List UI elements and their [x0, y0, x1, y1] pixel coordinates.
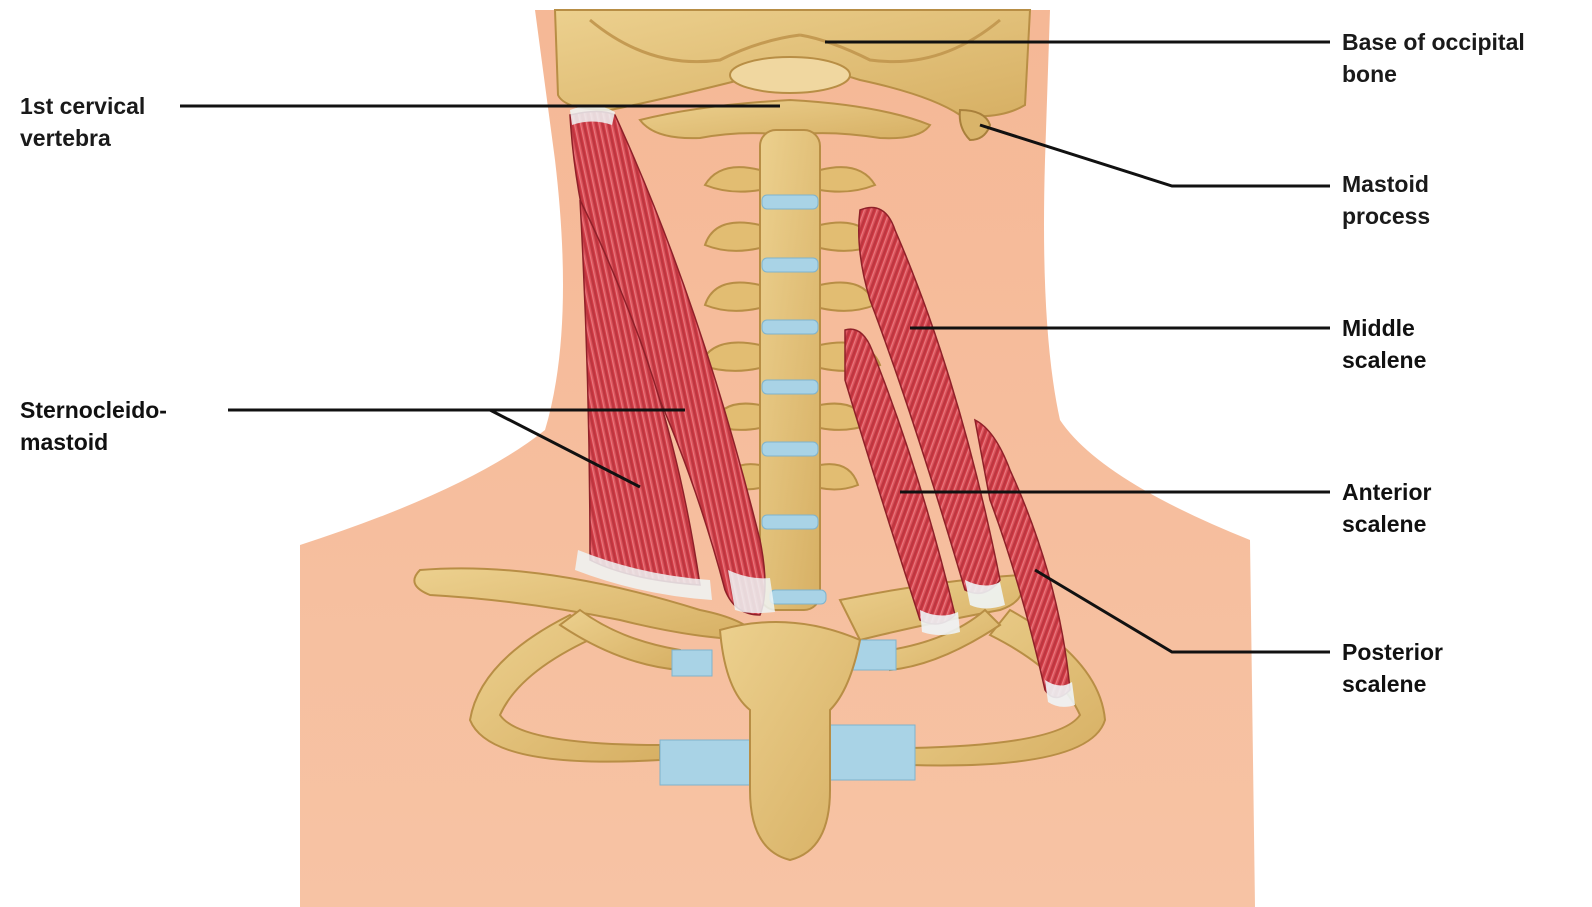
label-middle-scalene: Middle scalene [1342, 312, 1426, 376]
label-middle-line1: Middle [1342, 312, 1426, 344]
label-anterior-scalene: Anterior scalene [1342, 476, 1431, 540]
label-posterior-line2: scalene [1342, 668, 1443, 700]
label-mastoid-process: Mastoid process [1342, 168, 1430, 232]
label-mastoid-line2: process [1342, 200, 1430, 232]
label-1st-cervical-vertebra: 1st cervical vertebra [20, 90, 145, 154]
label-scm-line2: mastoid [20, 426, 167, 458]
label-base-of-occipital-bone: Base of occipital bone [1342, 26, 1525, 90]
label-sternocleidomastoid: Sternocleido- mastoid [20, 394, 167, 458]
label-occipital-line1: Base of occipital [1342, 26, 1525, 58]
label-posterior-line1: Posterior [1342, 636, 1443, 668]
label-scm-line1: Sternocleido- [20, 394, 167, 426]
label-cervical-line1: 1st cervical [20, 90, 145, 122]
label-anterior-line1: Anterior [1342, 476, 1431, 508]
label-middle-line2: scalene [1342, 344, 1426, 376]
label-cervical-line2: vertebra [20, 122, 145, 154]
label-anterior-line2: scalene [1342, 508, 1431, 540]
label-mastoid-line1: Mastoid [1342, 168, 1430, 200]
label-posterior-scalene: Posterior scalene [1342, 636, 1443, 700]
label-occipital-line2: bone [1342, 58, 1525, 90]
